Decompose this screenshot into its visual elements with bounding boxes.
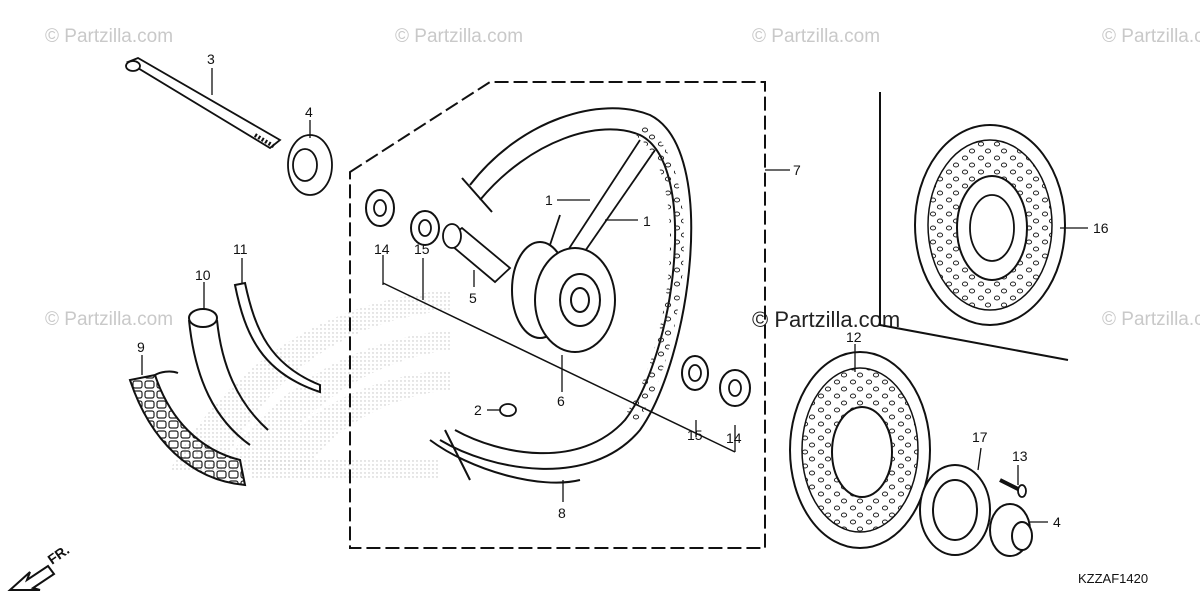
tire — [128, 370, 247, 487]
callout-8: 8 — [558, 505, 566, 521]
callout-9: 9 — [137, 339, 145, 355]
bearing-left-outer — [365, 189, 395, 227]
callout-3: 3 — [207, 51, 215, 67]
watermark: © Partzilla.com — [1102, 26, 1200, 47]
valve-cap — [499, 403, 517, 417]
callout-6: 6 — [557, 393, 565, 409]
callout-13: 13 — [1012, 448, 1028, 464]
collar-top — [287, 134, 333, 196]
front-axle — [125, 57, 282, 150]
callout-14: 14 — [374, 241, 390, 257]
dust-seal-left — [410, 210, 440, 246]
collar-right — [989, 503, 1033, 557]
callout-1: 1 — [643, 213, 651, 229]
brake-disc-upper — [914, 124, 1066, 326]
callout-12: 12 — [846, 329, 862, 345]
bearing-right-outer — [719, 369, 751, 407]
wheel-assembly-frame — [349, 81, 766, 549]
callout-4: 4 — [305, 104, 313, 120]
callout-17: 17 — [972, 429, 988, 445]
disc-ring — [919, 464, 991, 556]
callout-15: 15 — [687, 427, 703, 443]
watermark: © Partzilla.com — [45, 26, 173, 47]
leader-lines — [141, 68, 1088, 523]
brake-disc-lower — [789, 351, 931, 549]
front-direction-indicator: FR. — [7, 541, 73, 591]
callout-1: 1 — [545, 192, 553, 208]
callout-15: 15 — [414, 241, 430, 257]
hub — [511, 241, 616, 353]
watermark: © Partzilla.com — [752, 26, 880, 47]
axis-line — [382, 282, 736, 453]
honda-wing-logo — [170, 290, 450, 480]
callout-5: 5 — [469, 290, 477, 306]
callout-16: 16 — [1093, 220, 1109, 236]
watermark: © Partzilla.com — [395, 26, 523, 47]
center-watermark: © Partzilla.com — [752, 307, 900, 332]
watermark: © Partzilla.com — [45, 309, 173, 330]
disc-inset-frame — [879, 92, 1069, 361]
callout-10: 10 — [195, 267, 211, 283]
rim-band — [233, 281, 321, 394]
callout-7: 7 — [793, 162, 801, 178]
direction-label: FR. — [45, 541, 73, 567]
rim — [429, 107, 693, 484]
disc-bolt — [999, 478, 1027, 498]
distance-collar — [442, 223, 512, 284]
inner-tube — [188, 308, 269, 446]
callouts: 3 4 7 1 1 14 15 5 6 11 10 9 2 15 14 8 16… — [137, 51, 1109, 530]
watermark: © Partzilla.com — [1102, 309, 1200, 330]
dust-seal-right — [681, 355, 709, 391]
callout-11: 11 — [233, 241, 248, 257]
callout-4: 4 — [1053, 514, 1061, 530]
callout-14: 14 — [726, 430, 742, 446]
diagram-code: KZZAF1420 — [1078, 571, 1148, 586]
watermarks: © Partzilla.com © Partzilla.com © Partzi… — [45, 26, 1200, 332]
callout-2: 2 — [474, 402, 482, 418]
